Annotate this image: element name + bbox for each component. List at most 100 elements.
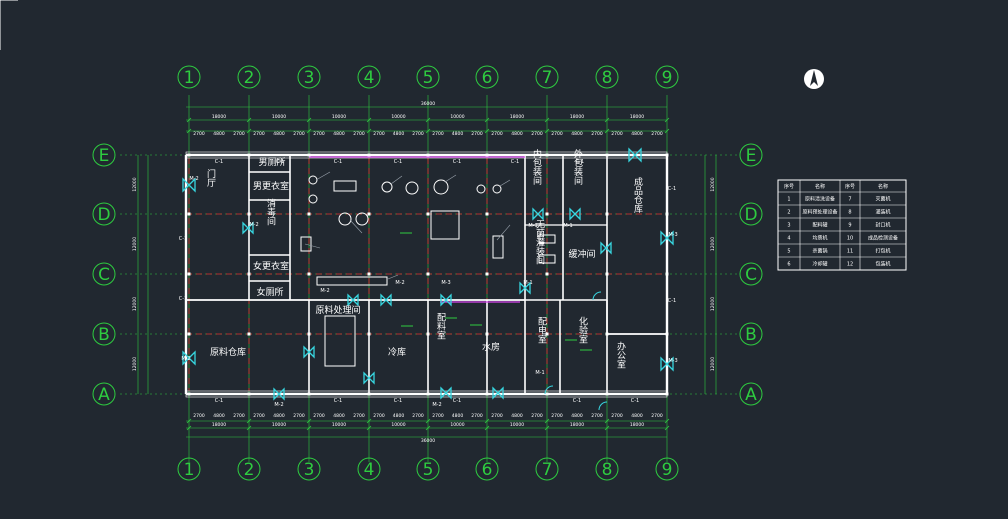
dim-small-bottom: 2700 bbox=[471, 413, 483, 419]
door-icon bbox=[242, 221, 254, 235]
dim-value-right: 12000 bbox=[710, 297, 716, 311]
legend-cell: 7 bbox=[848, 197, 851, 203]
dim-small-bottom: 2700 bbox=[491, 413, 503, 419]
column-marker bbox=[426, 212, 430, 216]
door-swing-icon bbox=[532, 207, 544, 221]
dim-tick bbox=[306, 117, 312, 123]
legend-cell: 成品检测设备 bbox=[868, 235, 898, 242]
door-icon bbox=[600, 241, 612, 255]
room-label-r1: 男厕所 bbox=[258, 157, 285, 168]
dim-tick bbox=[604, 128, 610, 134]
dim-tick bbox=[425, 418, 431, 424]
axis-bubble-col bbox=[475, 65, 499, 89]
door-icon bbox=[273, 387, 285, 401]
dim-value-bottom: 10000 bbox=[272, 422, 286, 428]
dim-tick bbox=[604, 418, 610, 424]
door-icon bbox=[492, 386, 504, 400]
dim-tick bbox=[544, 128, 550, 134]
axis-bubble-col bbox=[655, 457, 679, 481]
door-arc-icon bbox=[592, 291, 602, 301]
dim-value-top: 18000 bbox=[212, 114, 226, 120]
equipment-conveyor-icon bbox=[316, 276, 388, 286]
dim-overall-top: 36000 bbox=[421, 101, 435, 107]
tag-c1: C-1 bbox=[179, 296, 187, 302]
column-marker bbox=[426, 392, 430, 396]
tag-c1: C-1 bbox=[215, 159, 223, 165]
tag-m1: M-1 bbox=[563, 223, 572, 229]
door-icon bbox=[363, 371, 375, 385]
dim-value-top: 18000 bbox=[630, 114, 644, 120]
dim-value-left: 12000 bbox=[132, 297, 138, 311]
tag-c1: C-1 bbox=[511, 159, 519, 165]
room-label-r15: 内包装间 bbox=[531, 148, 542, 186]
axis-label-col: 1 bbox=[184, 68, 195, 88]
dim-small-top: 2700 bbox=[233, 131, 245, 137]
tag-m3: M-3 bbox=[441, 280, 450, 286]
tag-c1: C-1 bbox=[453, 159, 461, 165]
column-marker bbox=[187, 392, 191, 396]
column-marker bbox=[545, 272, 549, 276]
column-marker bbox=[605, 153, 609, 157]
column-marker bbox=[307, 212, 311, 216]
axis-bubble-col bbox=[297, 65, 321, 89]
axis-label-col: 6 bbox=[482, 460, 493, 480]
axis-label-row: A bbox=[745, 385, 757, 405]
legend-cell: 原料预处理设备 bbox=[802, 209, 837, 216]
column-marker bbox=[665, 212, 669, 216]
dim-value-bottom: 10000 bbox=[450, 422, 464, 428]
tag-c1: C-1 bbox=[394, 159, 402, 165]
door-icon bbox=[660, 230, 674, 246]
door-swing-icon bbox=[660, 356, 674, 372]
axis-bubble-row bbox=[739, 322, 763, 346]
dim-tick bbox=[366, 418, 372, 424]
axis-bubble-row bbox=[92, 262, 116, 286]
column-marker bbox=[665, 272, 669, 276]
legend-header-cell: 序号 bbox=[845, 183, 855, 190]
axis-label-row: D bbox=[744, 205, 757, 225]
dim-value-bottom: 10000 bbox=[391, 422, 405, 428]
door-icon bbox=[569, 207, 581, 221]
axis-label-row: C bbox=[745, 265, 757, 285]
dim-tick bbox=[186, 128, 192, 134]
axis-label-col: 2 bbox=[244, 68, 255, 88]
dim-small-top: 4800 bbox=[273, 131, 285, 137]
dim-value-left: 12000 bbox=[132, 237, 138, 251]
dim-small-bottom: 2700 bbox=[591, 413, 603, 419]
room-label-r2: 男更衣室 bbox=[253, 180, 289, 192]
dim-tick bbox=[366, 128, 372, 134]
column-marker bbox=[187, 212, 191, 216]
door-swing-icon bbox=[569, 207, 581, 221]
dimension-lines: 1800018000100001000010000100001000010000… bbox=[132, 101, 717, 444]
equipment-machine-icon bbox=[492, 235, 504, 259]
dim-tick bbox=[246, 418, 252, 424]
dim-tick bbox=[246, 128, 252, 134]
legend-cell: 9 bbox=[848, 223, 851, 229]
dim-small-top: 2700 bbox=[293, 131, 305, 137]
dim-small-bottom: 4800 bbox=[393, 413, 405, 419]
door-swing-icon bbox=[363, 371, 375, 385]
room-label-r17: 成品仓库 bbox=[632, 176, 643, 214]
dim-small-bottom: 2700 bbox=[373, 413, 385, 419]
column-marker bbox=[545, 332, 549, 336]
axis-bubble-col bbox=[595, 457, 619, 481]
column-marker bbox=[367, 272, 371, 276]
axis-bubble-col bbox=[297, 457, 321, 481]
column-marker bbox=[247, 332, 251, 336]
room-label-r19: 缓冲间 bbox=[568, 248, 595, 260]
column-marker bbox=[665, 332, 669, 336]
axis-label-col: 9 bbox=[662, 460, 673, 480]
dim-tick bbox=[484, 418, 490, 424]
dim-tick bbox=[425, 128, 431, 134]
dim-tick bbox=[425, 117, 431, 123]
tag-m1: M-1 bbox=[535, 370, 544, 376]
legend-cell: 灌装机 bbox=[875, 209, 890, 216]
door-arc-icon bbox=[544, 385, 554, 395]
axis-bubble-row bbox=[739, 262, 763, 286]
dim-small-bottom: 2700 bbox=[551, 413, 563, 419]
tag-c1: C-1 bbox=[276, 159, 284, 165]
dim-small-top: 2700 bbox=[432, 131, 444, 137]
door-swing-icon bbox=[347, 293, 359, 307]
room-label-r4: 消毒间 bbox=[265, 197, 276, 226]
leader-line bbox=[304, 243, 321, 249]
